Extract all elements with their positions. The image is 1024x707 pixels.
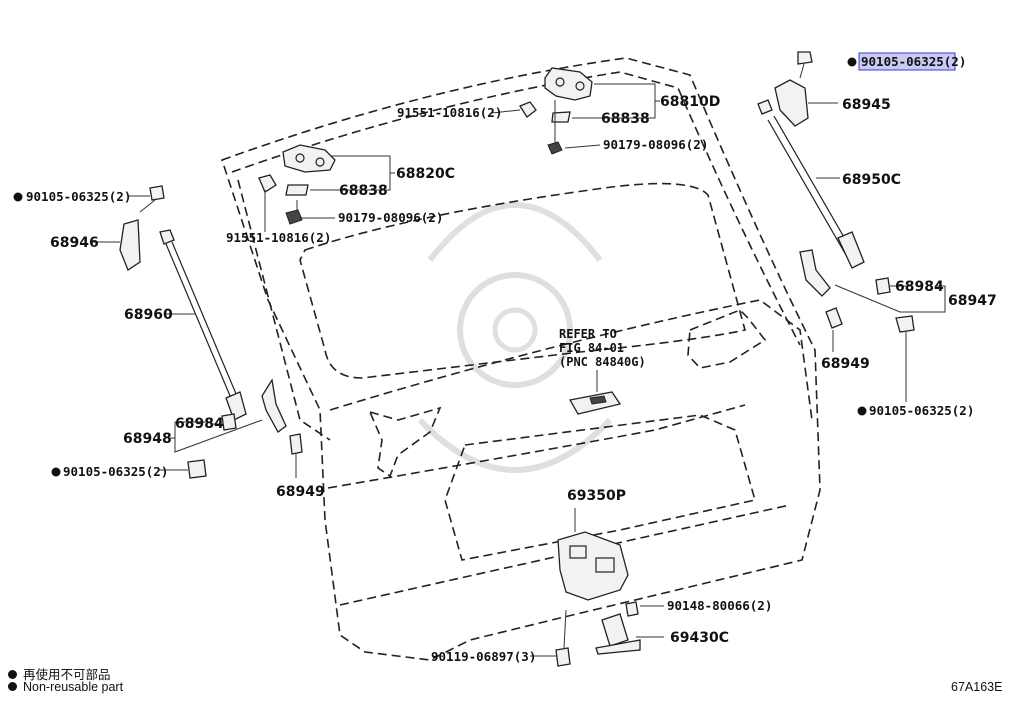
hinge-right-68810D (491, 67, 660, 155)
back-door-lock-assembly-69350P (557, 508, 629, 601)
label-69430C[interactable]: 69430C (670, 630, 729, 646)
label-69350P[interactable]: 69350P (567, 488, 626, 504)
label-90105-left[interactable]: 90105-06325(2) (26, 189, 131, 204)
label-68950C[interactable]: 68950C (842, 172, 901, 188)
legend-english: Non-reusable part (8, 680, 123, 694)
label-90105-bottom-left[interactable]: 90105-06325(2) (63, 464, 168, 479)
legend-en-text: Non-reusable part (23, 680, 124, 694)
back-door-outline (220, 57, 821, 661)
damper-stay-left-68960 (90, 185, 247, 421)
bolt-90119 (530, 609, 571, 667)
hinge-left-68820C (258, 144, 395, 232)
label-68960[interactable]: 68960 (124, 307, 173, 323)
label-68945[interactable]: 68945 (842, 97, 891, 113)
damper-stay-right-68950C (757, 51, 865, 269)
bullet-icon (8, 670, 17, 679)
non-reusable-markers (13, 57, 867, 477)
refer-note-line3: (PNC 84840G) (559, 355, 646, 369)
bullet-icon (8, 682, 17, 691)
label-68949-left[interactable]: 68949 (276, 484, 325, 500)
label-91551-top[interactable]: 91551-10816(2) (397, 105, 502, 120)
label-68838-top[interactable]: 68838 (601, 111, 650, 127)
label-90179-top[interactable]: 90179-08096(2) (603, 137, 708, 152)
label-68947[interactable]: 68947 (948, 293, 997, 309)
watermark-logo (417, 202, 613, 473)
stay-bracket-left-68948 (158, 378, 303, 479)
label-91551-left[interactable]: 91551-10816(2) (226, 230, 331, 245)
legend-jp-text: 再使用不可部品 (23, 668, 111, 682)
back-door-handle (568, 370, 622, 415)
highlight-box (858, 52, 956, 71)
legend-japanese: 再使用不可部品 (8, 664, 111, 683)
label-68949-right[interactable]: 68949 (821, 356, 870, 372)
label-90148[interactable]: 90148-80066(2) (667, 598, 772, 613)
refer-note-line2: FIG 84-01 (559, 341, 624, 355)
label-68838-left[interactable]: 68838 (339, 183, 388, 199)
label-68946[interactable]: 68946 (50, 235, 99, 251)
label-68820C[interactable]: 68820C (396, 166, 455, 182)
label-90119[interactable]: 90119-06897(3) (431, 649, 536, 664)
diagram-code: 67A163E (951, 680, 1003, 694)
label-90105-right[interactable]: 90105-06325(2) (869, 403, 974, 418)
label-68984-right[interactable]: 68984 (895, 279, 944, 295)
label-90179-left[interactable]: 90179-08096(2) (338, 210, 443, 225)
label-68948[interactable]: 68948 (123, 431, 172, 447)
stay-bracket-right-68947 (799, 249, 946, 402)
label-68810D[interactable]: 68810D (660, 94, 720, 110)
refer-note-line1: REFER TO (559, 327, 617, 341)
label-68984-left[interactable]: 68984 (175, 416, 224, 432)
striker-69430C (595, 601, 664, 655)
label-90105-top-right[interactable]: 90105-06325(2) (861, 54, 966, 69)
